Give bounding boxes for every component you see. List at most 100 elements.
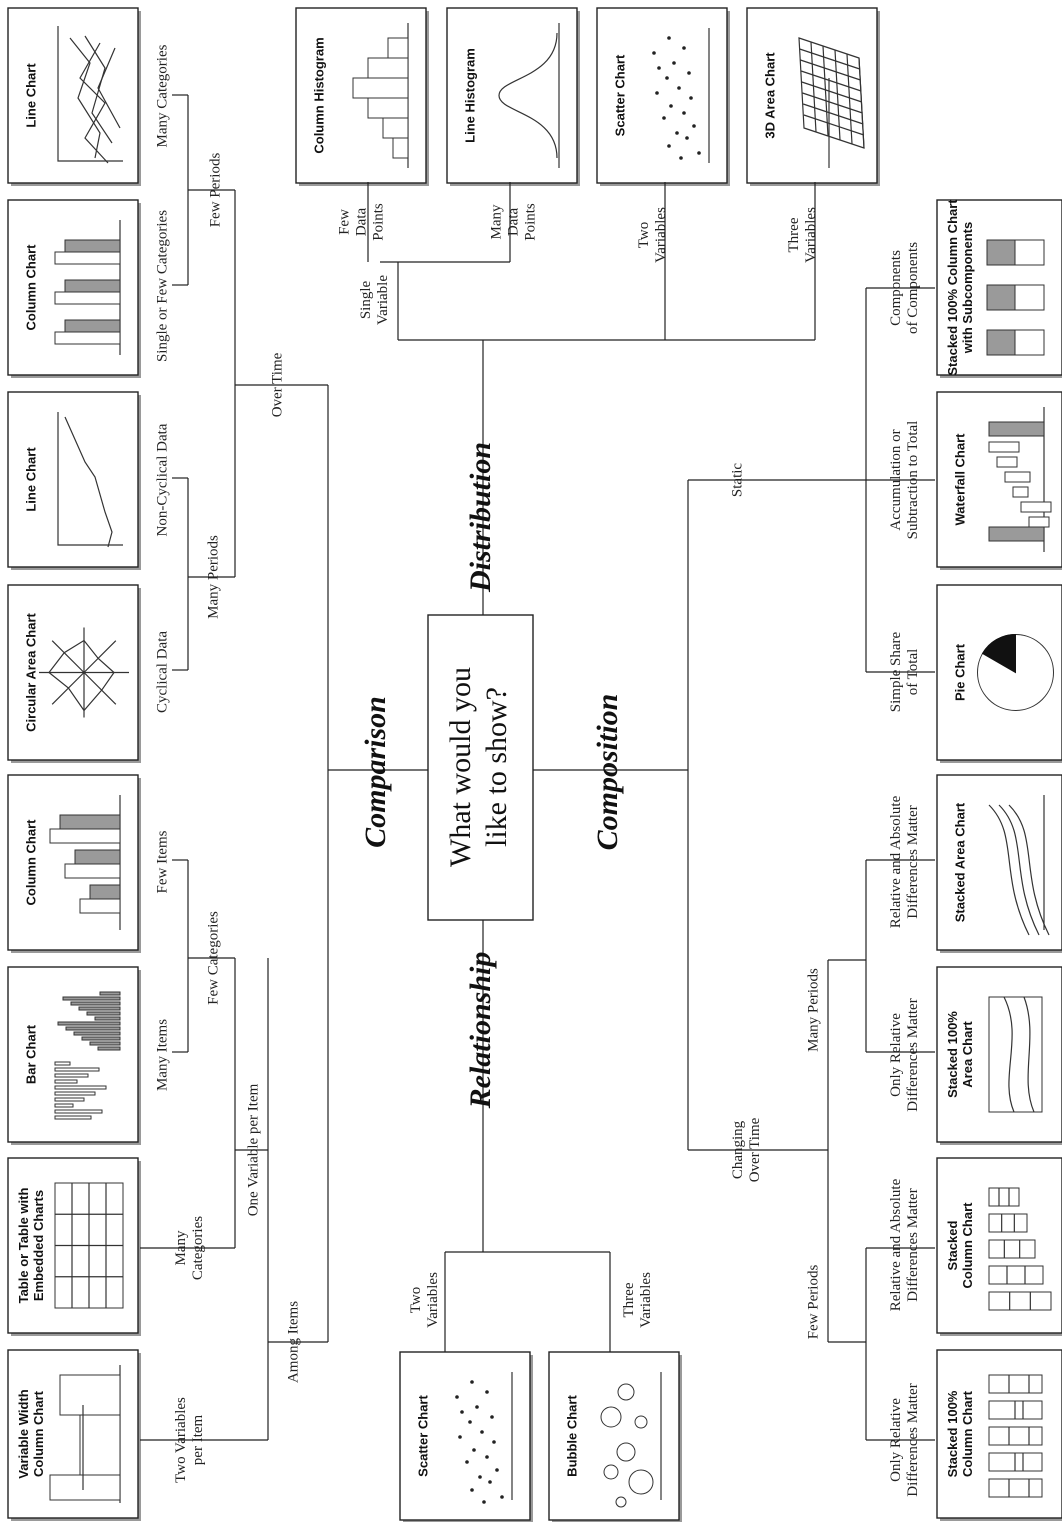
branch-single-or-few-categories-text: Single or Few Categories: [154, 210, 170, 362]
branch-changing-over-time-text: Over Time: [747, 1117, 763, 1182]
branch-only-rel-1-text: Differences Matter: [905, 998, 921, 1111]
card-area-3d: 3D Area Chart: [746, 7, 880, 186]
card-title: Line Chart: [23, 447, 38, 512]
card-bar-chart: Bar Chart: [7, 966, 141, 1145]
card-title: Column Chart: [960, 1390, 975, 1477]
card-title: with Subcomponents: [960, 222, 975, 354]
branch-single-or-few-categories: Single or Few Categories: [154, 210, 170, 362]
category-composition: Composition: [591, 694, 624, 851]
branch-comp-few-periods: Few Periods: [805, 1265, 821, 1340]
branch-many-categories-split-text: Many: [173, 1230, 189, 1265]
card-title: Stacked Area Chart: [952, 802, 967, 922]
card-title: Column Histogram: [311, 37, 326, 153]
card-title: Line Chart: [23, 63, 38, 128]
branch-dist-three-variables-text: Variables: [803, 207, 819, 263]
branch-simple-share-text: Simple Share: [888, 631, 904, 712]
branch-only-rel-2-text: Differences Matter: [905, 1383, 921, 1496]
branch-many-categories: Many Categories: [154, 44, 170, 147]
branch-non-cyclical-data: Non-Cyclical Data: [154, 423, 170, 536]
card-title: Pie Chart: [952, 643, 967, 701]
card-waterfall: Waterfall Chart: [936, 391, 1062, 570]
card-title: Bubble Chart: [564, 1395, 579, 1477]
chart-icon: [54, 991, 121, 1120]
branch-many-periods-text: Many Periods: [205, 535, 221, 619]
chart-icon: [988, 1374, 1043, 1498]
category-distribution-text: Distribution: [464, 442, 497, 593]
chart-icon: [57, 26, 123, 164]
branch-many-data-points-text: Data: [505, 208, 521, 237]
card-line-histogram: Line Histogram: [446, 7, 580, 186]
card-scatter-rel: Scatter Chart: [399, 1351, 533, 1522]
card-title: Column Chart: [31, 1390, 46, 1477]
branch-components-of-components-text: of Components: [905, 242, 921, 334]
card-stacked-area: Stacked Area Chart: [936, 774, 1062, 953]
chart-icon: [39, 627, 129, 718]
branch-few-periods: Few Periods: [207, 153, 223, 228]
chart-icon: [49, 1365, 121, 1503]
branch-few-data-points-text: Points: [370, 203, 386, 241]
center-question-box: [427, 614, 534, 921]
branch-few-categories-text: Few Categories: [205, 911, 221, 1005]
branch-rel-abs-2-text: Relative and Absolute: [888, 1178, 904, 1311]
branch-over-time: Over Time: [269, 352, 285, 417]
center-question-text: like to show?: [480, 687, 513, 847]
branch-many-categories-text: Many Categories: [154, 44, 170, 147]
branch-many-data-points-text: Many: [488, 204, 504, 239]
branch-static-text: Static: [729, 463, 745, 498]
branch-changing-over-time-text: Changing: [730, 1120, 746, 1179]
branch-two-variables-per-item-text: per Item: [190, 1414, 206, 1465]
chart-icon: [498, 23, 560, 168]
card-title: Column Chart: [960, 1202, 975, 1289]
chart-icon: [988, 1187, 1052, 1311]
card-title: Scatter Chart: [415, 1395, 430, 1477]
chart-icon: [986, 239, 1045, 356]
connector-lines: [140, 94, 935, 1441]
card-title: Table or Table with: [16, 1188, 31, 1304]
branch-among-items-text: Among Items: [285, 1301, 301, 1383]
branch-rel-two-variables-text: Variables: [425, 1272, 441, 1328]
chart-icon: [54, 220, 121, 355]
card-title: Line Histogram: [462, 48, 477, 143]
chart-icon: [600, 1372, 662, 1508]
branch-few-categories: Few Categories: [205, 911, 221, 1005]
branch-many-items: Many Items: [154, 1019, 170, 1091]
card-title: 3D Area Chart: [762, 52, 777, 139]
chart-icon: [988, 996, 1043, 1113]
chart-icon: [352, 23, 409, 168]
card-title: Waterfall Chart: [952, 433, 967, 526]
branch-few-items-text: Few Items: [154, 830, 170, 893]
category-relationship-text: Relationship: [464, 952, 497, 1110]
branch-few-periods-text: Few Periods: [207, 153, 223, 228]
card-stacked100-area: Stacked 100%Area Chart: [936, 966, 1062, 1145]
card-bubble: Bubble Chart: [548, 1351, 682, 1522]
card-title: Scatter Chart: [612, 54, 627, 136]
card-column-few-cat: Column Chart: [7, 199, 141, 378]
branch-rel-two-variables-text: Two: [408, 1287, 424, 1313]
category-comparison: Comparison: [359, 696, 392, 848]
branch-rel-three-variables-text: Variables: [638, 1272, 654, 1328]
branch-few-data-points-text: Data: [353, 208, 369, 237]
chart-icon: [54, 1182, 124, 1309]
branch-among-items: Among Items: [285, 1301, 301, 1383]
category-relationship: Relationship: [464, 952, 497, 1110]
branch-one-variable-per-item-text: One Variable per Item: [245, 1083, 261, 1216]
card-stacked100-column: Stacked 100%Column Chart: [936, 1349, 1062, 1521]
card-title: Column Chart: [23, 244, 38, 331]
card-column-few-items: Column Chart: [7, 774, 141, 953]
branch-two-variables-per-item-text: Two Variables: [173, 1397, 189, 1483]
chart-icon: [455, 1372, 513, 1504]
branch-single-variable-text: Single: [358, 280, 374, 319]
